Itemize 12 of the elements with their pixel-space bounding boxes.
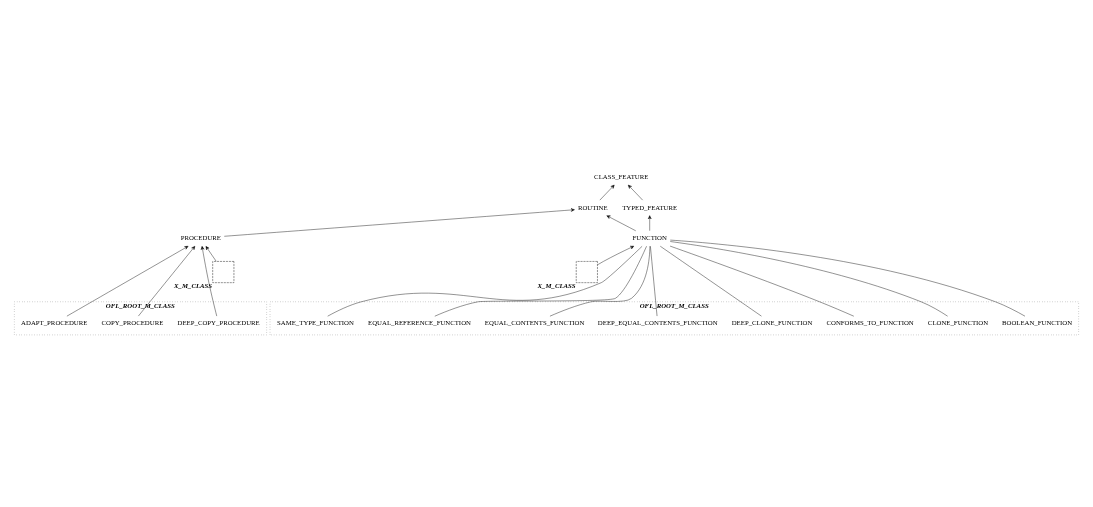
arrow <box>200 245 217 316</box>
node-box <box>212 260 235 283</box>
arrow <box>66 245 189 316</box>
arrow <box>606 214 636 231</box>
arrow <box>599 184 615 200</box>
arrow <box>205 245 217 261</box>
arrow <box>647 214 652 231</box>
arrow <box>224 207 575 236</box>
arrow <box>597 245 635 265</box>
arrow <box>138 245 196 316</box>
node-box <box>576 260 598 283</box>
arrow <box>628 184 643 200</box>
